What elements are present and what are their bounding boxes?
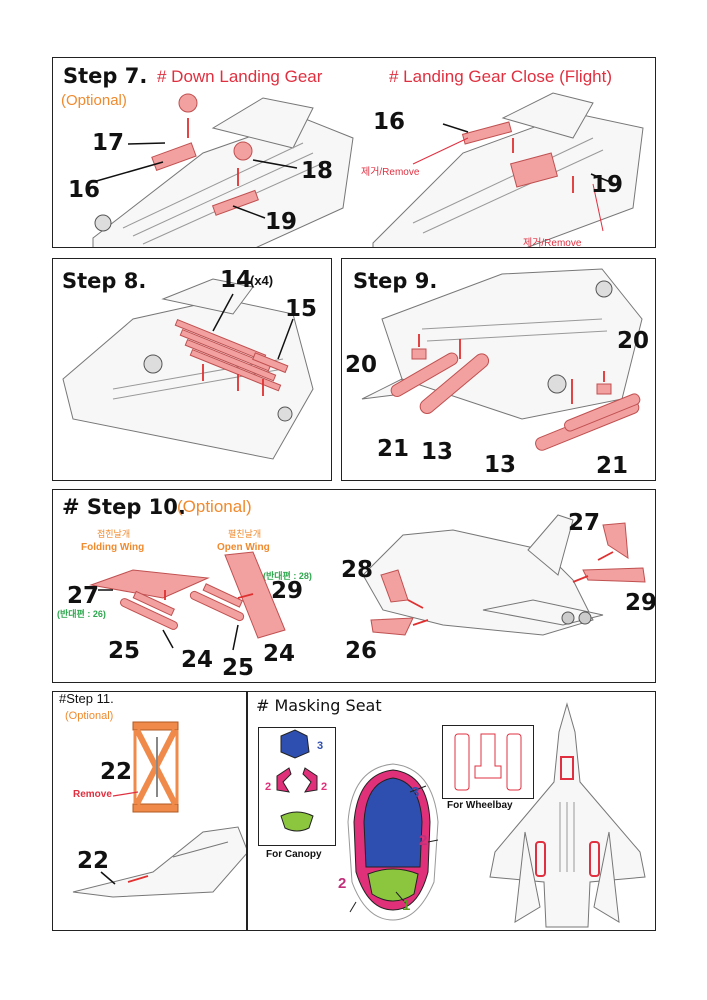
step9-title: Step 9. — [353, 269, 438, 293]
step10-label-29-left: 29 — [271, 578, 304, 604]
step10-label-24-a: 24 — [181, 647, 214, 673]
step10-title: # Step 10. — [62, 495, 186, 519]
step10-optional: (Optional) — [177, 497, 252, 516]
open-wing-en: Open Wing — [217, 542, 270, 553]
step9-label-13-right: 13 — [484, 452, 517, 478]
step11-label-22-b: 22 — [77, 848, 110, 874]
remove-note-19: 제거/Remove — [523, 238, 582, 248]
step7-panel: Step 7. (Optional) # Down Landing Gear #… — [52, 57, 656, 248]
step9-label-21-left: 21 — [377, 436, 410, 462]
step9-jet-illustration — [361, 268, 643, 451]
step10-label-29-right: 29 — [625, 590, 656, 616]
step10-label-26: 26 — [345, 638, 378, 664]
step8-label-14: 14 — [220, 267, 253, 293]
step9-label-20-left: 20 — [345, 352, 378, 378]
wheelbay-mask-box — [442, 725, 534, 799]
folding-wing-en: Folding Wing — [81, 542, 145, 553]
step7-right-jet-illustration — [372, 92, 644, 247]
step10-wing-parts-illustration — [89, 551, 286, 651]
step9-label-21-right: 21 — [596, 453, 629, 479]
step9-label-13-left: 13 — [421, 439, 454, 465]
step7-optional: (Optional) — [61, 92, 127, 109]
wheelbay-caption: For Wheelbay — [447, 800, 513, 811]
down-landing-gear-heading: # Down Landing Gear — [157, 67, 323, 86]
masking-seat-title: # Masking Seat — [256, 696, 382, 715]
landing-gear-close-heading: # Landing Gear Close (Flight) — [389, 67, 613, 86]
folding-wing-ko: 접힌날개 — [97, 529, 131, 539]
step11-remove-note: Remove — [73, 789, 112, 800]
step11-optional: (Optional) — [65, 710, 114, 722]
canopy-caption: For Canopy — [266, 849, 322, 860]
step7-label-18: 18 — [301, 158, 334, 184]
step9-label-20-right: 20 — [617, 328, 650, 354]
canopy-mask-diagram — [347, 763, 439, 921]
canopy-big-label-1: 1 — [402, 897, 411, 914]
step10-label-28: 28 — [341, 557, 374, 583]
topview-jet-illustration — [489, 702, 646, 928]
remove-note-16: 제거/Remove — [361, 167, 420, 178]
step7-label-19: 19 — [265, 209, 298, 235]
step7-title: Step 7. — [63, 64, 148, 88]
canopy-big-label-2-left: 2 — [338, 875, 347, 892]
step10-label-25-a: 25 — [108, 638, 141, 664]
step7-label-17: 17 — [92, 130, 125, 156]
canopy-big-label-2-right: 2 — [419, 832, 428, 849]
step9-panel: Step 9. 20 20 21 13 13 21 — [341, 258, 656, 481]
step8-jet-illustration — [62, 278, 314, 460]
opposite-28-note: (반대편 : 28) — [263, 571, 312, 581]
canopy-mask-pieces — [276, 729, 318, 832]
step10-label-25-b: 25 — [222, 655, 255, 681]
step8-quantity: (x4) — [250, 273, 274, 288]
step10-label-27-left: 27 — [67, 583, 100, 609]
canopy-mask-box: 3 2 2 — [258, 727, 336, 846]
step10-label-24-b: 24 — [263, 641, 296, 667]
step11-title: #Step 11. — [59, 691, 114, 706]
canopy-small-label-3: 3 — [317, 740, 324, 752]
wheelbay-mask-pieces — [454, 733, 522, 791]
step7-right-label-19: 19 — [591, 172, 624, 198]
canopy-small-label-2-left: 2 — [265, 781, 272, 793]
open-wing-ko: 펼친날개 — [228, 529, 262, 539]
step8-title: Step 8. — [62, 269, 147, 293]
masking-seat-panel: # Masking Seat 3 2 2 For Canopy 3 2 2 1 — [247, 691, 656, 931]
step10-label-27-right: 27 — [568, 510, 601, 536]
step7-left-jet-illustration — [92, 93, 354, 247]
step10-panel: # Step 10. (Optional) 접힌날개 Folding Wing … — [52, 489, 656, 683]
opposite-26-note: (반대편 : 26) — [57, 609, 106, 619]
step7-right-label-16: 16 — [373, 109, 406, 135]
step8-label-15: 15 — [285, 296, 318, 322]
step11-label-22-a: 22 — [100, 759, 133, 785]
step7-label-16: 16 — [68, 177, 101, 203]
step8-panel: Step 8. 14 (x4) 15 — [52, 258, 332, 481]
step11-panel: #Step 11. (Optional) 22 Remove 22 — [52, 691, 247, 931]
canopy-small-label-2-right: 2 — [321, 781, 328, 793]
step11-stand-illustration — [72, 721, 246, 898]
canopy-big-label-3: 3 — [411, 784, 420, 801]
step10-jet-illustration — [362, 514, 646, 636]
